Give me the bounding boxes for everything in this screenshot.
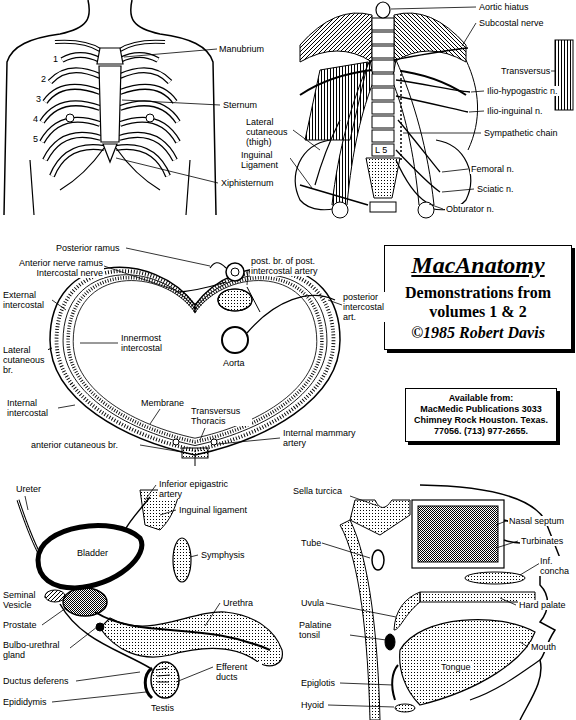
anatomy-label: Hyoid (300, 700, 325, 710)
box-text: ©1985 Robert Davis (391, 323, 565, 343)
anatomy-label: Bulbo-urethral gland (2, 640, 70, 660)
anatomy-label: Sternum (222, 100, 258, 110)
anatomy-label: Lateral cutaneous br. (2, 345, 48, 375)
anatomy-label: Urethra (222, 598, 254, 608)
anatomy-label: Efferent ducts (215, 662, 262, 682)
callout-number: 5 (32, 134, 39, 144)
box-heading: Available from: (414, 393, 548, 404)
anatomy-label: anterior cutaneous br. (30, 440, 119, 450)
anatomy-label: Bladder (76, 548, 109, 558)
anatomy-label: Nasal septum (508, 516, 565, 526)
anatomy-label: Aorta (222, 358, 246, 368)
anatomy-label: Transversus (500, 66, 551, 76)
anatomy-label: L 5 (374, 145, 388, 155)
callout-number: 2 (40, 74, 47, 84)
box-text: MacMedic Publications 3033 Chimney Rock … (414, 404, 548, 437)
anatomy-label: Membrane (140, 398, 185, 408)
publisher-box: Available from:MacMedic Publications 303… (405, 388, 557, 442)
box-heading: MacAnatomy (391, 251, 565, 279)
box-text: Demonstrations from volumes 1 & 2 (391, 283, 565, 321)
anatomy-label: Anterior nerve ramus Intercostal nerve (6, 258, 104, 278)
anatomy-label: Turbinates (520, 536, 564, 546)
anatomy-label: Lateral cutaneous (thigh) (245, 117, 293, 147)
anatomy-label: Inf. concha (539, 556, 573, 576)
anatomy-label: External intercostal (2, 290, 52, 310)
anatomy-label: Xiphisternum (220, 178, 275, 188)
abdominal-wall-figure (295, 2, 573, 218)
callout-number: 1 (52, 54, 59, 64)
leader-lines (25, 7, 556, 707)
anatomy-label: Aortic hiatus (478, 2, 530, 12)
callout-number: 4 (32, 114, 39, 124)
pelvis-figure (18, 490, 282, 698)
anatomy-label: posterior intercostal art. (342, 292, 386, 322)
anatomy-label: Tube (300, 538, 322, 548)
anatomy-label: Inferior epigastric artery (158, 479, 250, 499)
anatomy-label: Sella turcica (292, 486, 343, 496)
anatomy-label: Symphysis (200, 550, 246, 560)
callout-number: 3 (35, 94, 42, 104)
anatomy-label: Testis (150, 703, 175, 713)
anatomy-label: Epididymis (2, 697, 48, 707)
anatomy-label: Internal mammary artery (282, 428, 364, 448)
anatomy-label: Transversus Thoracis (190, 406, 252, 426)
anatomy-label: post. br. of post. intercostal artery (250, 256, 344, 276)
anatomy-label: Tongue (440, 662, 472, 672)
title-panel: MacAnatomyDemonstrations from volumes 1 … (384, 245, 572, 350)
anatomy-label: Ilio-hypogastric n. (486, 86, 559, 96)
anatomy-label: Inguinal Ligament (240, 150, 290, 170)
thorax-figure (4, 0, 216, 215)
anatomy-label: Uvula (300, 598, 325, 608)
anatomy-label: Manubrium (218, 44, 265, 54)
anatomy-label: Ductus deferens (2, 676, 70, 686)
anatomy-label: Ilio-inguinal n. (486, 106, 544, 116)
anatomy-label: Sympathetic chain (483, 128, 559, 138)
anatomy-label: Ureter (15, 484, 42, 494)
anatomy-label: Femoral n. (470, 164, 515, 174)
anatomy-label: Hard palate (518, 600, 567, 610)
anatomy-label: Obturator n. (445, 204, 495, 214)
anatomy-label: Inguinal ligament (178, 505, 248, 515)
anatomy-label: Sciatic n. (476, 184, 515, 194)
anatomy-label: Posterior ramus (55, 243, 121, 253)
anatomy-label: Subcostal nerve (478, 18, 545, 28)
anatomy-label: Epiglotis (300, 678, 336, 688)
anatomy-label: Palatine tonsil (298, 620, 350, 640)
anatomy-label: Internal intercostal (6, 398, 58, 418)
anatomy-label: Innermost intercostal (120, 333, 182, 353)
anatomy-label: Seminal Vesicle (2, 590, 44, 610)
anatomy-label: Mouth (530, 642, 557, 652)
anatomy-label: Prostate (2, 620, 38, 630)
